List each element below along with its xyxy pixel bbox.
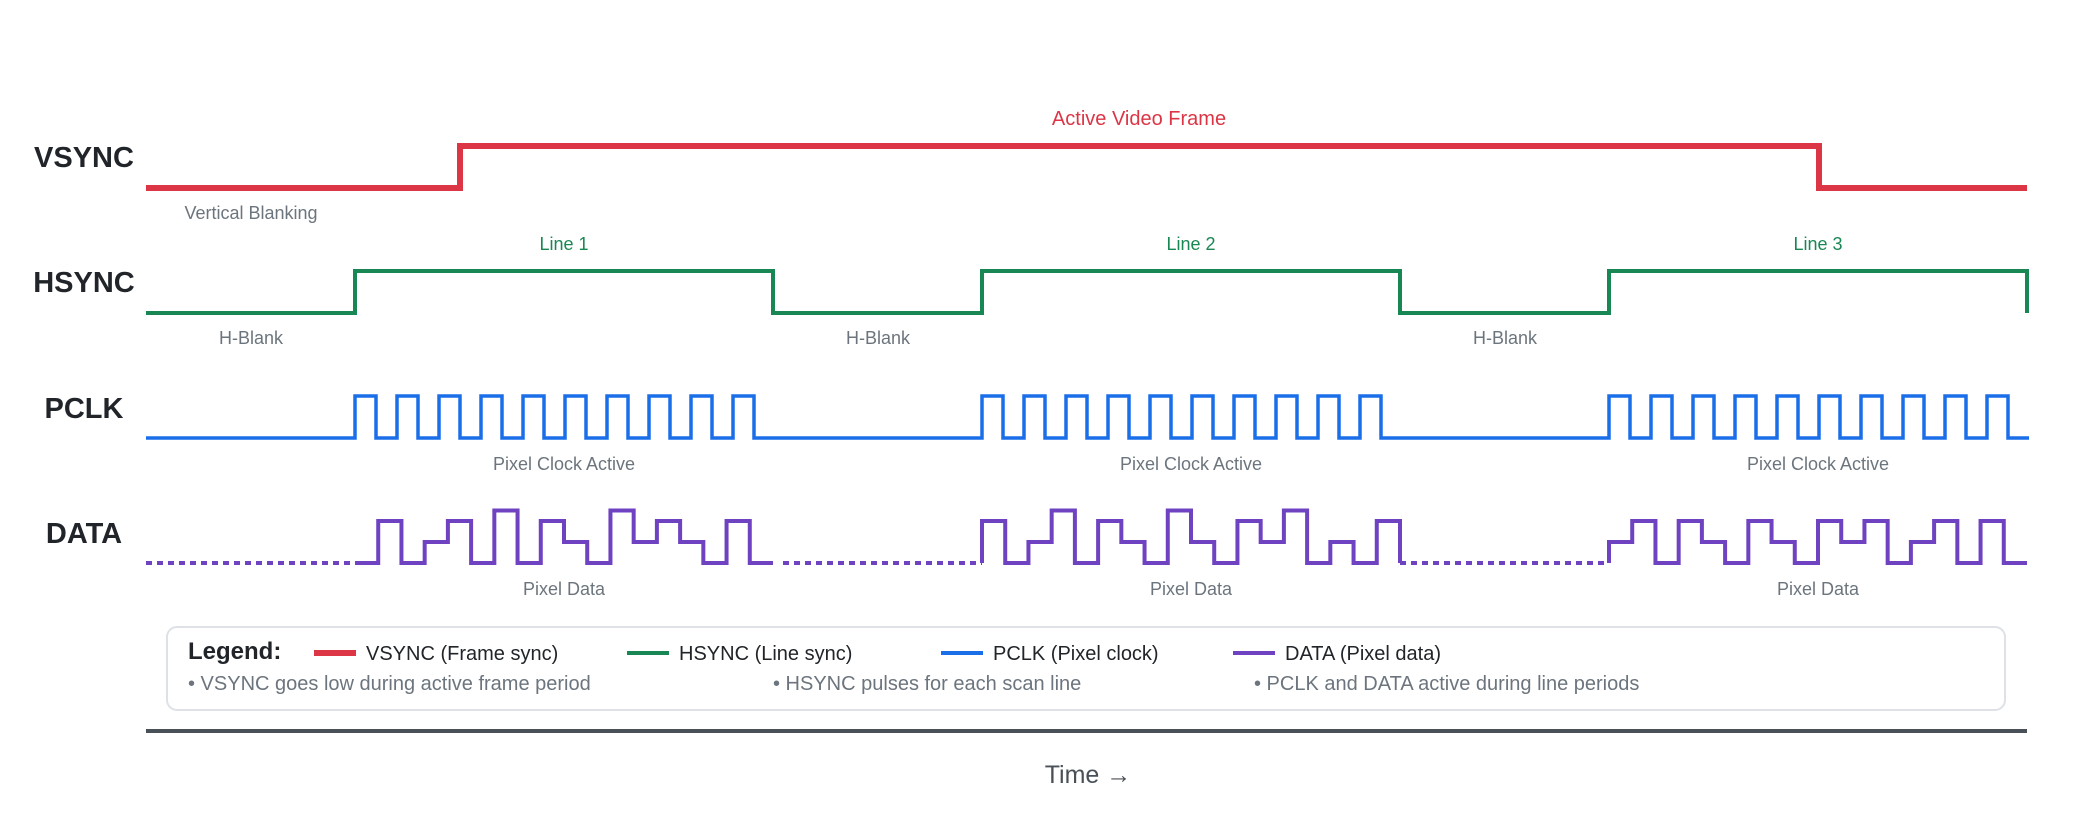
hsync-hblank-label-3: H-Blank: [1473, 328, 1538, 348]
vsync-waveform: [146, 143, 2027, 191]
signal-label-pclk: PCLK: [45, 393, 124, 425]
hsync-line-label-1: Line 1: [539, 234, 588, 254]
legend-item-vsync: VSYNC (Frame sync): [366, 643, 558, 665]
hsync-waveform: [146, 269, 2029, 315]
legend-note-pclk-data: • PCLK and DATA active during line perio…: [1254, 673, 1639, 695]
vsync-active-label: Active Video Frame: [1052, 108, 1226, 130]
data-burst-3: [1607, 519, 2027, 565]
data-burst-1: [355, 508, 773, 565]
legend-item-pclk: PCLK (Pixel clock): [993, 643, 1159, 665]
vsync-blank-label: Vertical Blanking: [184, 203, 317, 223]
hsync-line-label-2: Line 2: [1166, 234, 1215, 254]
pclk-label-3: Pixel Clock Active: [1747, 454, 1889, 474]
hsync-line-label-3: Line 3: [1793, 234, 1842, 254]
legend-note-vsync: • VSYNC goes low during active frame per…: [188, 673, 591, 695]
time-axis-label: Time →: [1045, 761, 1132, 789]
data-burst-2: [980, 508, 1402, 565]
legend-box: [166, 626, 2006, 711]
pclk-label-1: Pixel Clock Active: [493, 454, 635, 474]
hsync-hblank-label-1: H-Blank: [219, 328, 284, 348]
signal-label-hsync: HSYNC: [33, 267, 135, 299]
data-label-3: Pixel Data: [1777, 579, 1860, 599]
data-label-1: Pixel Data: [523, 579, 606, 599]
legend-item-data: DATA (Pixel data): [1285, 643, 1441, 665]
legend-title: Legend:: [188, 638, 281, 665]
hsync-hblank-label-2: H-Blank: [846, 328, 911, 348]
pclk-label-2: Pixel Clock Active: [1120, 454, 1262, 474]
signal-label-vsync: VSYNC: [34, 142, 134, 174]
pclk-waveform: [146, 394, 2029, 440]
data-waveform: [146, 508, 2027, 565]
data-label-2: Pixel Data: [1150, 579, 1233, 599]
legend-note-hsync: • HSYNC pulses for each scan line: [773, 673, 1081, 695]
signal-label-data: DATA: [46, 518, 122, 550]
legend-item-hsync: HSYNC (Line sync): [679, 643, 852, 665]
